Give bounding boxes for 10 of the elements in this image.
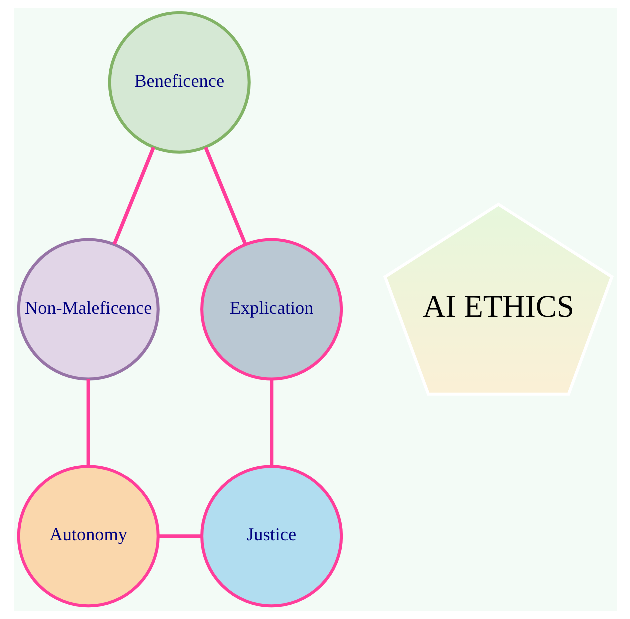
connector (112, 146, 155, 246)
connector (204, 146, 247, 246)
node-circle: Autonomy (16, 465, 160, 608)
connector (86, 379, 90, 466)
connector (270, 379, 274, 466)
node-circle: Justice (200, 465, 343, 608)
connector (158, 534, 202, 538)
node-circle: Explication (200, 238, 343, 381)
node-circle: Beneficence (108, 11, 250, 154)
node-circle: Non-Maleficence (16, 238, 160, 381)
